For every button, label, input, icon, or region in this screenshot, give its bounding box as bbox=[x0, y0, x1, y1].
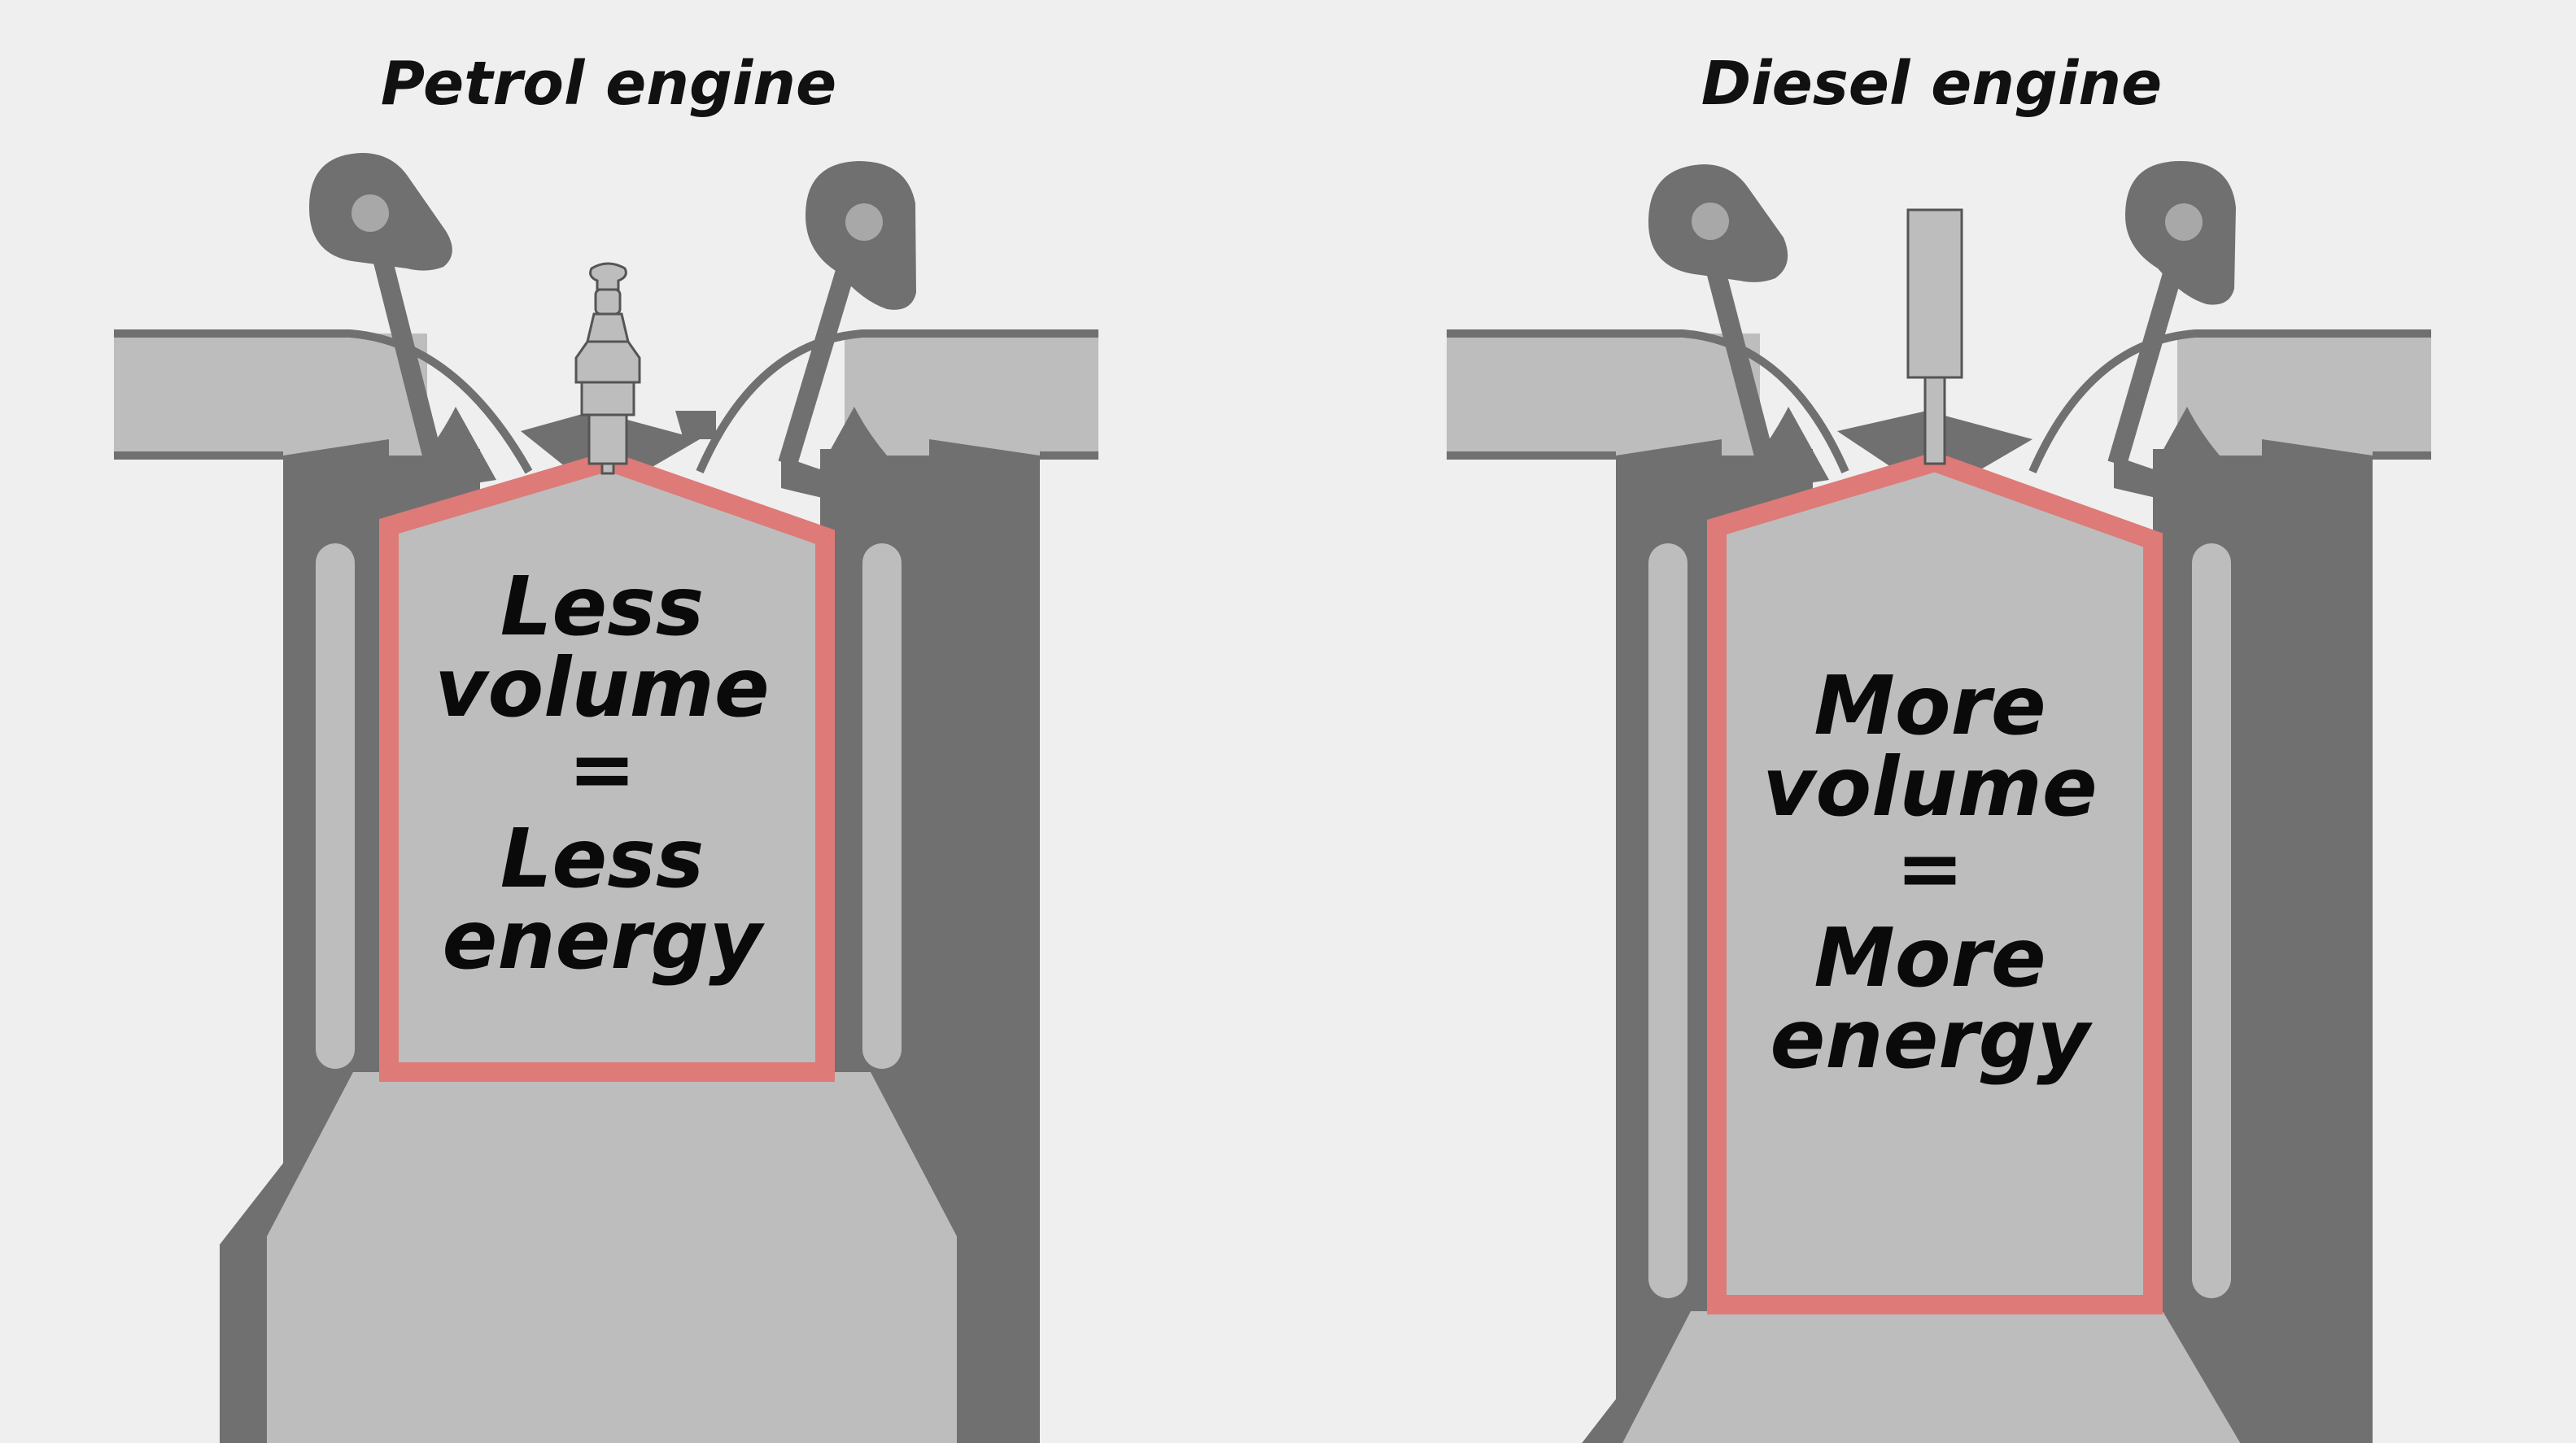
petrol-label-line-3: = bbox=[568, 722, 636, 817]
diesel-exhaust-cam-icon bbox=[2125, 161, 2236, 305]
diesel-label-line-2: volume bbox=[1762, 739, 2097, 835]
spark-plug-icon bbox=[574, 262, 641, 475]
fuel-injector-icon bbox=[1906, 208, 1963, 465]
diesel-engine: Diesel engine bbox=[1447, 49, 2431, 1443]
petrol-intake-cam-icon bbox=[309, 153, 452, 271]
petrol-combustion-chamber bbox=[379, 451, 835, 1082]
diesel-label-line-4: More bbox=[1814, 910, 2046, 1005]
petrol-label-line-5: energy bbox=[443, 892, 766, 987]
petrol-label-line-1: Less bbox=[500, 559, 705, 654]
diesel-label-line-3: = bbox=[1896, 821, 1964, 916]
petrol-engine-title: Petrol engine bbox=[381, 49, 836, 119]
diesel-combustion-chamber bbox=[1707, 451, 2163, 1314]
diesel-label-line-1: More bbox=[1814, 658, 2046, 753]
petrol-label-line-2: volume bbox=[434, 640, 769, 735]
diesel-volume-label: More volume = More energy bbox=[1762, 658, 2097, 1087]
diesel-engine-title: Diesel engine bbox=[1701, 49, 2162, 119]
petrol-engine: Petrol engine bbox=[114, 49, 1098, 1443]
diesel-exhaust-valve bbox=[2107, 265, 2185, 504]
diesel-intake-valve bbox=[1703, 255, 1777, 504]
petrol-exhaust-valve bbox=[778, 265, 856, 504]
diesel-intake-cam-icon bbox=[1648, 164, 1788, 282]
petrol-volume-label: Less volume = Less energy bbox=[434, 559, 769, 987]
petrol-exhaust-cam-icon bbox=[806, 161, 916, 310]
diesel-label-line-5: energy bbox=[1770, 992, 2094, 1087]
petrol-intake-valve bbox=[370, 250, 445, 504]
petrol-label-line-4: Less bbox=[500, 811, 705, 906]
